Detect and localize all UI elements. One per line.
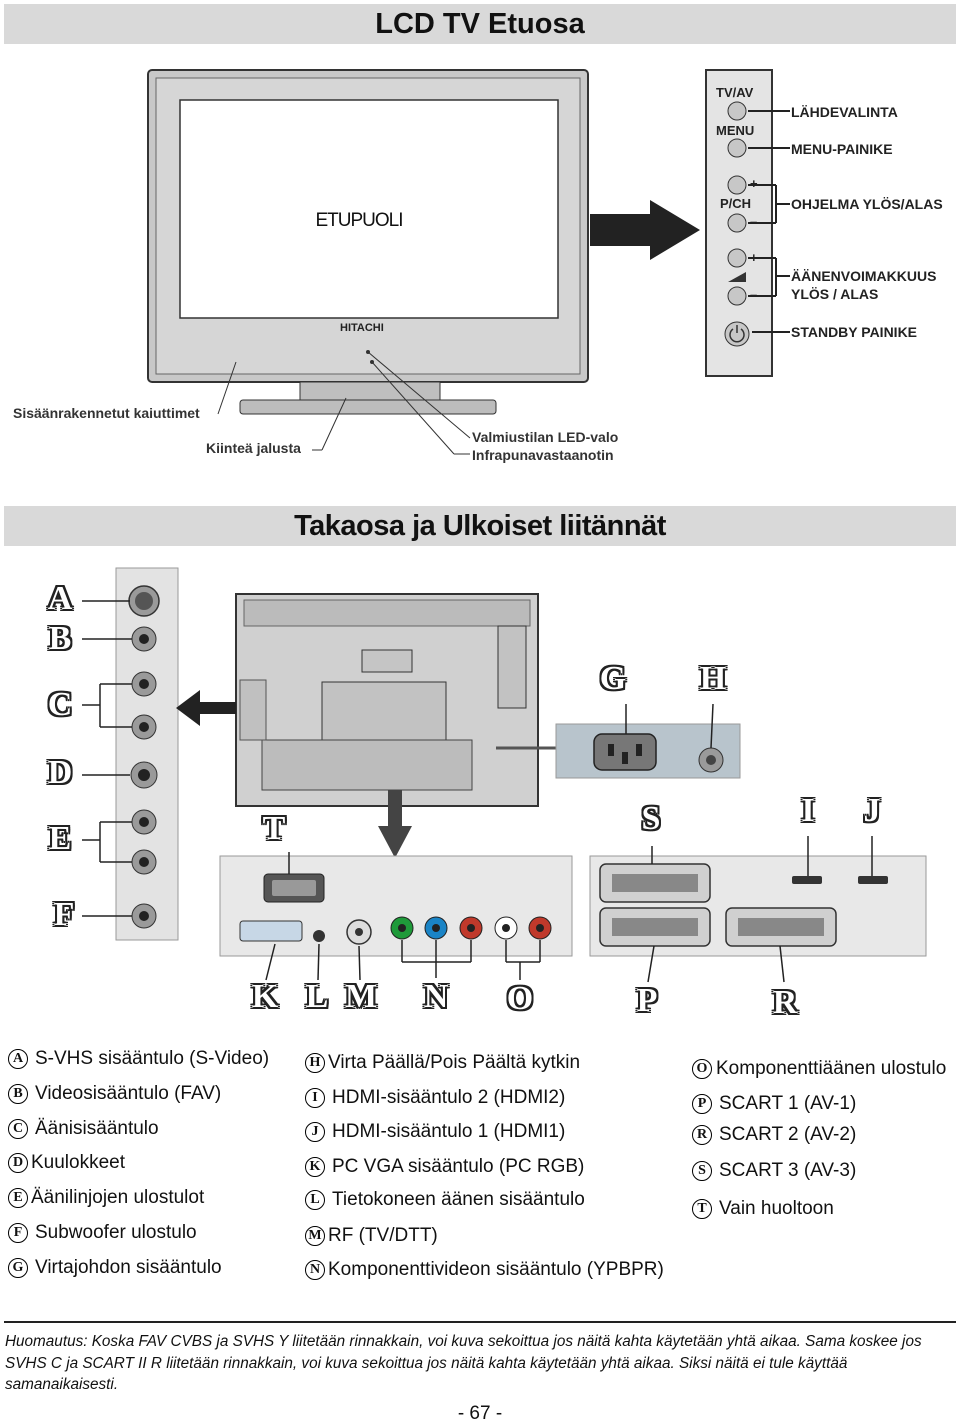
volume-label-1: ÄÄNENVOIMAKKUUS bbox=[791, 268, 937, 284]
tvav-text: TV/AV bbox=[716, 85, 754, 100]
page-number: - 67 - bbox=[457, 1403, 503, 1424]
pch-text: P/CH bbox=[720, 196, 752, 211]
rear-panel-left bbox=[219, 852, 573, 981]
letter-j: J bbox=[863, 792, 881, 829]
letter-c: C bbox=[47, 686, 73, 723]
menu-button-label: MENU-PAINIKE bbox=[791, 141, 893, 157]
note-text: Huomautus: Koska FAV CVBS ja SVHS Y liit… bbox=[5, 1333, 922, 1393]
source-label: LÄHDEVALINTA bbox=[791, 104, 898, 120]
back-title: Takaosa ja Ulkoiset liitännät bbox=[4, 506, 956, 546]
power-panel bbox=[555, 703, 741, 779]
arrow-down bbox=[378, 790, 412, 858]
tv-rear bbox=[235, 593, 539, 807]
letter-s: S bbox=[641, 800, 661, 837]
tv-front bbox=[147, 69, 589, 415]
standby-label: STANDBY PAINIKE bbox=[791, 324, 918, 340]
arrow-to-controls bbox=[590, 200, 700, 260]
screen-label: ETUPUOLI bbox=[315, 210, 403, 231]
ir-label: Infrapunavastaanotin bbox=[472, 447, 614, 463]
letter-d: D bbox=[47, 754, 73, 791]
letter-r: R bbox=[772, 984, 798, 1021]
side-panel bbox=[82, 567, 179, 941]
led-label: Valmiustilan LED-valo bbox=[472, 429, 619, 445]
letter-m: M bbox=[344, 978, 378, 1015]
letter-k: K bbox=[251, 978, 279, 1015]
letter-g: G bbox=[599, 660, 627, 697]
volume-label-2: YLÖS / ALAS bbox=[791, 286, 879, 302]
letter-f: F bbox=[53, 896, 75, 933]
stand-label: Kiinteä jalusta bbox=[206, 440, 301, 456]
menu-text: MENU bbox=[716, 123, 755, 138]
letter-l: L bbox=[305, 978, 329, 1015]
letter-h: H bbox=[699, 660, 727, 697]
letter-e: E bbox=[48, 820, 72, 857]
letter-a: A bbox=[47, 580, 73, 617]
letter-n: N bbox=[423, 978, 449, 1015]
arrow-to-side bbox=[176, 690, 236, 726]
control-panel bbox=[705, 69, 790, 377]
letter-i: I bbox=[801, 792, 815, 829]
front-title: LCD TV Etuosa bbox=[4, 4, 956, 44]
program-label: OHJELMA YLÖS/ALAS bbox=[791, 196, 943, 212]
letter-b: B bbox=[48, 620, 72, 657]
letter-o: O bbox=[506, 980, 534, 1017]
speakers-label: Sisäänrakennetut kaiuttimet bbox=[13, 405, 200, 421]
vol-plus: + bbox=[750, 250, 758, 265]
rear-panel-right bbox=[589, 836, 927, 983]
letter-t: T bbox=[262, 810, 286, 847]
brand-logo: HITACHI bbox=[340, 322, 384, 334]
letter-p: P bbox=[636, 982, 658, 1019]
pch-minus: – bbox=[750, 214, 758, 229]
vol-minus: – bbox=[750, 287, 758, 302]
pch-plus: + bbox=[750, 176, 758, 191]
